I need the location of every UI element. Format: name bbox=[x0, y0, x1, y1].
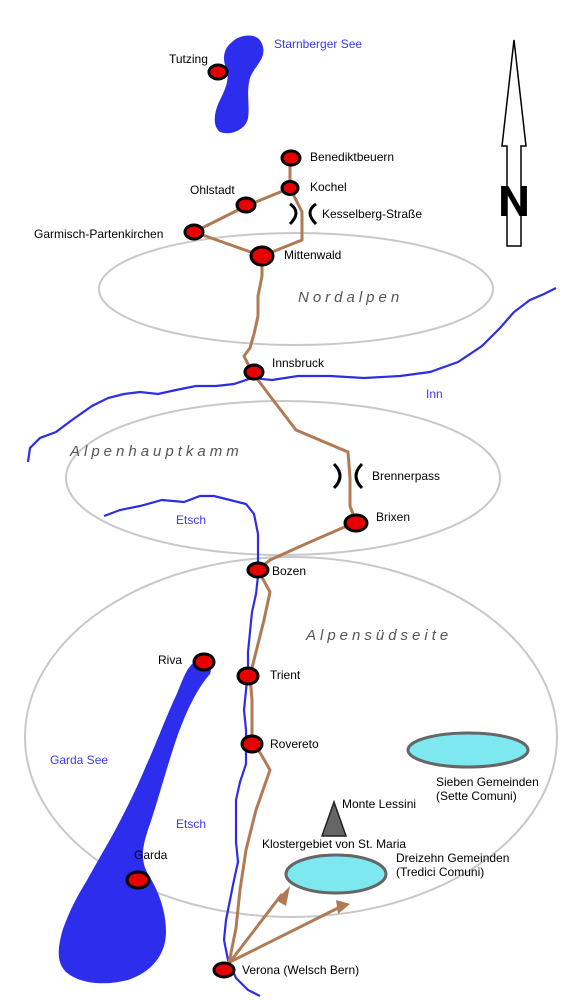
label-tredici-comuni: (Tredici Comuni) bbox=[396, 865, 484, 879]
route bbox=[193, 160, 358, 969]
route-main bbox=[226, 256, 358, 969]
region-label-alpensuedseite: Alpensüdseite bbox=[305, 627, 452, 644]
route-arrowhead-2 bbox=[336, 900, 350, 914]
inn-river bbox=[26, 287, 557, 463]
city-marker-trient bbox=[236, 666, 260, 686]
city-marker-ohlstadt bbox=[235, 196, 257, 214]
label-verona: Verona (Welsch Bern) bbox=[242, 963, 359, 977]
city-marker-bozen bbox=[246, 561, 270, 579]
label-etsch-south: Etsch bbox=[176, 817, 206, 831]
label-innsbruck: Innsbruck bbox=[272, 356, 325, 370]
mountain-icon bbox=[320, 799, 348, 837]
region-label-alpenhauptkamm: Alpenhauptkamm bbox=[69, 443, 243, 460]
label-inn: Inn bbox=[426, 387, 443, 401]
region-nordalpen-ellipse bbox=[98, 232, 494, 346]
city-marker-garmisch bbox=[183, 223, 205, 241]
route-branch-2 bbox=[229, 904, 343, 964]
label-garda-see: Garda See bbox=[50, 753, 108, 767]
garda-see-lake bbox=[58, 661, 211, 984]
label-sette-comuni: (Sette Comuni) bbox=[436, 789, 517, 803]
city-marker-tutzing bbox=[207, 63, 229, 81]
label-benediktbeuern: Benediktbeuern bbox=[310, 150, 394, 164]
city-marker-kochel bbox=[280, 180, 300, 196]
label-kesselberg: Kesselberg-Straße bbox=[322, 207, 422, 221]
city-marker-rovereto bbox=[240, 734, 264, 754]
label-sieben-gemeinden: Sieben Gemeinden bbox=[436, 775, 539, 789]
starnberger-see-lake bbox=[214, 35, 264, 134]
label-rovereto: Rovereto bbox=[270, 737, 319, 751]
north-arrow-icon: N bbox=[498, 39, 530, 247]
city-marker-garda bbox=[125, 870, 151, 890]
sieben-gemeinden-area bbox=[406, 731, 530, 769]
brenner-pass-icon bbox=[332, 462, 364, 490]
city-marker-riva bbox=[192, 652, 216, 672]
label-garda: Garda bbox=[134, 848, 168, 862]
label-kochel: Kochel bbox=[310, 180, 347, 194]
label-dreizehn-gemeinden: Dreizehn Gemeinden bbox=[396, 851, 509, 865]
label-etsch-north: Etsch bbox=[176, 513, 206, 527]
region-alpensuedseite-ellipse bbox=[24, 556, 558, 918]
city-marker-innsbruck bbox=[243, 363, 265, 381]
region-label-nordalpen: Nordalpen bbox=[298, 289, 403, 306]
kesselberg-pass-icon bbox=[288, 202, 318, 226]
route-arrowhead-1 bbox=[276, 886, 290, 906]
dreizehn-gemeinden-area bbox=[284, 853, 388, 895]
cities bbox=[125, 63, 369, 979]
label-brixen: Brixen bbox=[376, 510, 410, 524]
label-starnberger-see: Starnberger See bbox=[274, 37, 362, 51]
north-arrow-letter: N bbox=[498, 177, 530, 226]
label-kloster: Klostergebiet von St. Maria bbox=[262, 837, 406, 851]
label-bozen: Bozen bbox=[272, 564, 306, 578]
label-monte-lessini: Monte Lessini bbox=[342, 797, 416, 811]
label-riva: Riva bbox=[158, 653, 182, 667]
label-mittenwald: Mittenwald bbox=[284, 248, 341, 262]
route-kochel bbox=[261, 187, 304, 258]
label-garmisch: Garmisch-Partenkirchen bbox=[34, 227, 163, 241]
city-marker-mittenwald bbox=[249, 245, 275, 267]
label-brennerpass: Brennerpass bbox=[372, 469, 440, 483]
label-ohlstadt: Ohlstadt bbox=[190, 183, 235, 197]
label-tutzing: Tutzing bbox=[169, 52, 208, 66]
city-marker-benediktbeuern bbox=[280, 149, 302, 167]
route-ohlstadt bbox=[193, 160, 292, 234]
city-marker-brixen bbox=[343, 513, 369, 533]
city-marker-verona bbox=[212, 961, 236, 979]
label-trient: Trient bbox=[270, 668, 301, 682]
route-branch-1 bbox=[228, 893, 284, 963]
